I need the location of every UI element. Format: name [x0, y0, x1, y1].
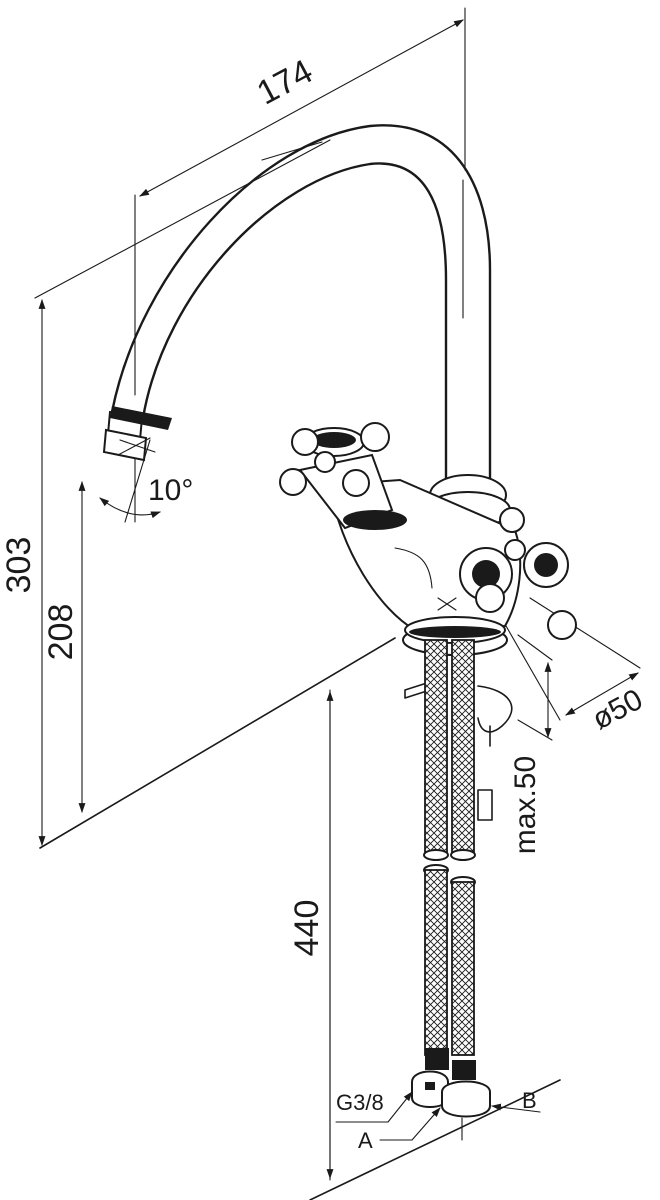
inlet-a-label: A [358, 1128, 373, 1153]
dimension-total-height: 303 [0, 139, 331, 846]
dimension-hose-length: 440 [288, 691, 334, 1179]
dim-label-303: 303 [0, 537, 38, 594]
hose-fittings [411, 1048, 491, 1141]
dim-label-diameter: ø50 [587, 683, 648, 736]
dim-label-174: 174 [251, 52, 319, 112]
inlet-b-label: B [522, 1088, 537, 1113]
connection-labels: G3/8 A B [335, 1088, 541, 1153]
aerator [102, 406, 172, 462]
dim-label-max50: max.50 [509, 756, 542, 854]
dimension-spout-reach: 174 [134, 7, 466, 396]
spout [110, 124, 492, 480]
left-cross-handle [279, 422, 407, 530]
dim-label-208: 208 [42, 604, 80, 661]
thread-size-label: G3/8 [336, 1090, 384, 1115]
dimension-outlet-height: 208 [42, 481, 86, 813]
dim-label-440: 440 [288, 900, 326, 957]
dimension-max-thickness: max.50 [509, 634, 553, 854]
right-cross-handle [459, 507, 577, 640]
supply-hoses [423, 639, 476, 1056]
dim-label-angle: 10° [148, 474, 193, 507]
